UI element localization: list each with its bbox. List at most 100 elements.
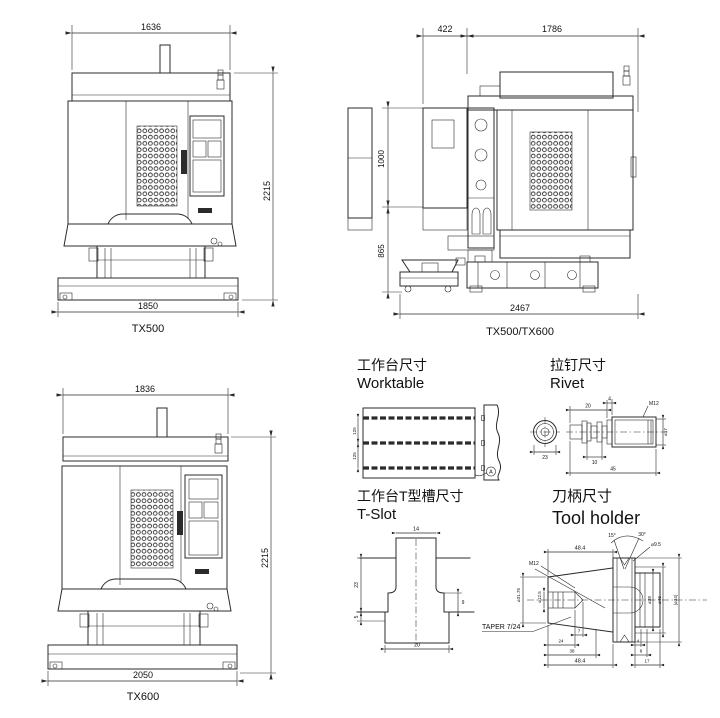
worktable-detail-marker: A (489, 470, 493, 476)
worktable-dim-125a: 125 (352, 427, 357, 435)
toolholder-dim-gauge-bottom: 48.4 (575, 659, 586, 665)
side-atc-column (447, 107, 495, 263)
toolholder-groove-width: ⌀9.5 (651, 542, 661, 548)
worktable-dim-pitch: 125 125 (352, 413, 360, 473)
toolholder-angle1: 15° (608, 533, 616, 539)
side-left-box (422, 107, 468, 231)
toolholder-dim-b1: 7 (578, 629, 581, 634)
side-perforated-panel (529, 131, 573, 211)
worktable-side-profile: A (474, 404, 502, 481)
tx500-beacon-light (216, 69, 225, 90)
tx600-base (47, 644, 238, 670)
toolholder-dim-r3: 17 (644, 659, 650, 664)
rivet-dim-top2: 4 (608, 397, 611, 403)
tslot-title-zh: 工作台T型槽尺寸 (357, 488, 464, 504)
tx500-machine (57, 44, 239, 301)
tx600-dim-2050: 2050 (133, 670, 153, 680)
side-dim-1786: 1786 (542, 24, 562, 34)
side-dims-top: 422 1786 (416, 24, 645, 112)
tslot-dim-lip: 9 (462, 600, 465, 606)
rivet-dim-dia: ⌀17 (663, 428, 668, 436)
tx600-dim-height: 2215 (231, 430, 276, 680)
tx600-machine (47, 407, 238, 670)
tx500-dim-1850: 1850 (138, 301, 158, 311)
side-dim-1000: 1000 (377, 150, 386, 168)
tx500-base (57, 277, 239, 301)
toolholder-title-en: Tool holder (552, 507, 641, 528)
toolholder-dim-r2: 8 (640, 649, 643, 654)
tx600-control-panel (184, 474, 223, 559)
worktable-title-en: Worktable (357, 374, 425, 392)
drawing-toolholder: M12 TAPER 7/24 15° 30° ⌀9.5 48.4 ⌀31.75 … (482, 532, 707, 668)
toolholder-title: 刀柄尺寸 Tool holder (552, 488, 640, 529)
tslot-profile (356, 537, 475, 647)
toolholder-dim-groove: ⌀38 (647, 596, 652, 604)
tx500-perforated-panel (136, 125, 178, 207)
toolholder-dim-stud: ⌀12.5 (537, 591, 542, 603)
toolholder-title-zh: 刀柄尺寸 (552, 488, 613, 505)
side-machine (347, 65, 637, 293)
tx600-label: TX600 (127, 691, 159, 703)
side-dim-422: 422 (437, 24, 452, 34)
tx500-dim-height: 2215 (234, 66, 278, 307)
tx600-dim-top: 1836 (56, 384, 235, 434)
toolholder-dim-big-end: ⌀31.75 (516, 588, 521, 602)
side-base (466, 255, 599, 293)
tx500-label: TX500 (132, 323, 164, 335)
tx500-dim-1636: 1636 (141, 22, 161, 32)
toolholder-callouts: M12 TAPER 7/24 15° 30° ⌀9.5 (482, 532, 661, 632)
side-dim-865: 865 (377, 244, 386, 258)
toolholder-dim-ref: (⌀34) (673, 594, 678, 605)
tx500-dim-top: 1636 (65, 22, 237, 70)
worktable-title-zh: 工作台尺寸 (357, 357, 427, 373)
toolholder-dims-left: ⌀31.75 ⌀12.5 (516, 572, 546, 628)
drawing-tslot: 14 23 5 9 20 (354, 527, 475, 653)
tx600-dim-2215: 2215 (260, 548, 270, 568)
side-dim-2467: 2467 (510, 303, 530, 313)
tslot-title-en: T-Slot (357, 505, 397, 523)
toolholder-thread-label: M12 (529, 561, 539, 567)
worktable-tslots (363, 416, 475, 470)
rivet-title-zh: 拉钉尺寸 (550, 357, 606, 373)
side-main-body (496, 109, 637, 259)
toolholder-angle2: 30° (638, 532, 646, 538)
side-chip-conveyor (399, 257, 466, 293)
toolholder-dims-right: ⌀38 ⌀46 (⌀34) (635, 553, 682, 647)
toolholder-dim-flange: ⌀46 (657, 596, 662, 604)
tx600-dim-1836: 1836 (135, 384, 155, 394)
side-dims-left: 1000 865 (377, 101, 423, 299)
drawing-front-tx500: 1636 2215 (51, 22, 278, 335)
side-label: TX500/TX600 (486, 326, 554, 338)
toolholder-stud-bore (547, 591, 584, 609)
tx500-control-panel (189, 115, 225, 197)
rivet-dim-end: 23 (542, 455, 548, 461)
tslot-title: 工作台T型槽尺寸 T-Slot (357, 488, 464, 524)
rivet-dim-length: 45 (610, 467, 616, 473)
rivet-dim-mid: 10 (592, 460, 598, 466)
drawing-side-view: 422 1786 1000 865 (347, 24, 645, 338)
rivet-title: 拉钉尺寸 Rivet (550, 357, 606, 393)
tx600-beacon-light (214, 433, 223, 454)
toolholder-dims-bottom: 7 24 38 48.4 4 8 17 (543, 602, 665, 668)
tslot-dims: 14 23 5 9 20 (354, 527, 465, 653)
toolholder-dim-b3: 38 (569, 649, 575, 654)
tx500-pedestal (88, 237, 223, 279)
rivet-side-view (566, 416, 670, 448)
rivet-thread-label: M12 (649, 401, 659, 407)
tslot-dim-land: 5 (354, 615, 360, 618)
toolholder-dim-r1: 4 (637, 639, 640, 644)
worktable-title: 工作台尺寸 Worktable (357, 357, 427, 393)
side-dim-bottom: 2467 (393, 294, 645, 319)
tslot-dim-depth: 23 (354, 582, 360, 588)
tslot-dim-top: 14 (413, 527, 419, 533)
drawing-worktable: 125 125 A (352, 404, 502, 481)
side-top-cover (467, 65, 634, 111)
toolholder-profile (527, 557, 707, 643)
tx600-door-handle (177, 511, 183, 535)
worktable-dim-125b: 125 (352, 452, 357, 460)
drawing-rivet: 23 M12 20 4 10 45 ⌀17 (529, 397, 670, 476)
rivet-end-view: 23 (529, 417, 561, 461)
drawing-front-tx600: 1836 2215 (41, 384, 276, 703)
tx600-perforated-panel (130, 489, 174, 569)
